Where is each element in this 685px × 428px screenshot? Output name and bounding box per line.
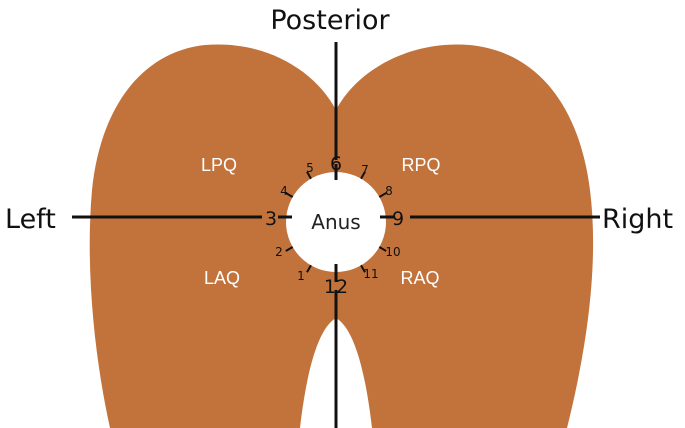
clock-6-label: 6	[330, 153, 342, 175]
clock-4-label: 4	[280, 184, 288, 198]
clock-8-label: 8	[385, 184, 393, 198]
clock-10-label: 10	[385, 245, 400, 259]
posterior-label: Posterior	[270, 5, 390, 36]
clock-tick-10	[378, 246, 387, 252]
clock-2-label: 2	[275, 245, 283, 259]
quadrant-laq: LAQ	[204, 268, 240, 288]
clock-12-label: 12	[324, 276, 348, 298]
clock-7-label: 7	[361, 163, 369, 177]
clock-tick-11	[360, 264, 366, 273]
clock-3-label: 3	[265, 208, 277, 230]
anus-circle	[286, 172, 386, 272]
clock-tick-2	[285, 246, 294, 252]
left-label: Left	[5, 204, 56, 235]
clock-tick-5	[306, 171, 312, 180]
clock-9-label: 9	[392, 208, 404, 230]
clock-tick-4	[285, 192, 294, 198]
anus-label: Anus	[311, 210, 360, 234]
quadrant-lpq: LPQ	[201, 155, 237, 175]
clock-1-label: 1	[297, 269, 305, 283]
clock-tick-8	[378, 192, 387, 198]
quadrant-raq: RAQ	[400, 268, 439, 288]
clock-tick-7	[360, 171, 366, 180]
clock-5-label: 5	[306, 161, 314, 175]
right-label: Right	[602, 204, 673, 235]
clock-ticks	[278, 164, 394, 282]
clock-tick-1	[306, 264, 312, 273]
clock-11-label: 11	[363, 267, 378, 281]
quadrant-rpq: RPQ	[401, 155, 440, 175]
